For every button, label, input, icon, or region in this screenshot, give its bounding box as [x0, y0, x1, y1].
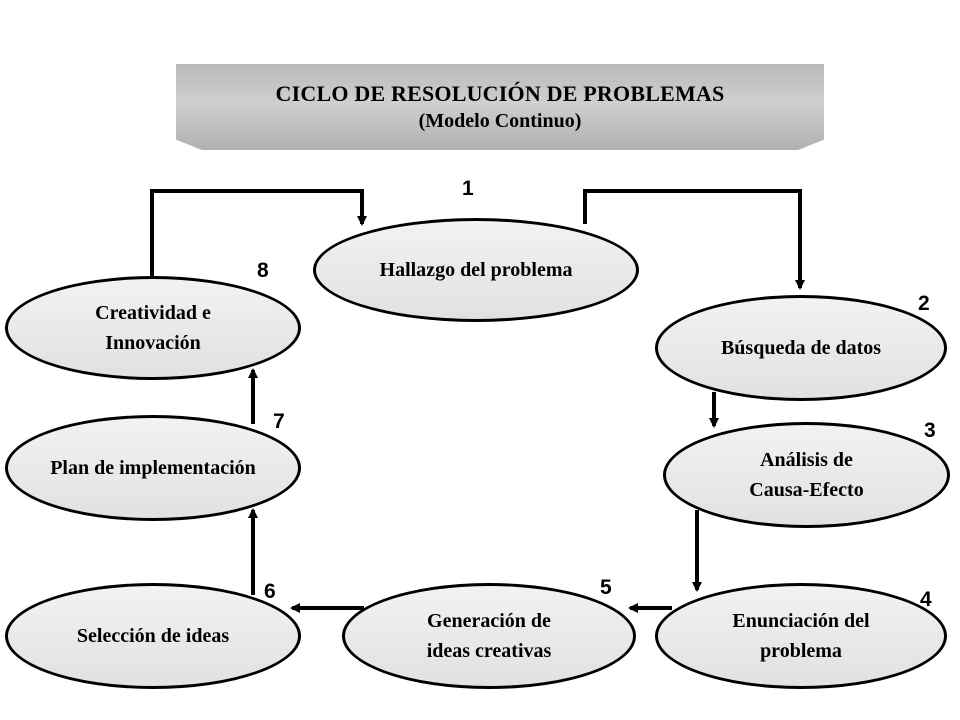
step-number-8: 8: [257, 259, 269, 282]
step-number-1: 1: [462, 177, 474, 200]
step-7-line-1: Plan de implementación: [50, 457, 256, 479]
arrow-8-to-1: [150, 189, 367, 276]
step-node-7: Plan de implementación: [5, 415, 301, 521]
step-number-7: 7: [273, 410, 285, 433]
step-number-4: 4: [920, 588, 932, 611]
step-8-line-2: Innovación: [105, 332, 201, 354]
diagram-subtitle: (Modelo Continuo): [418, 110, 582, 132]
step-node-5: Generación de ideas creativas: [342, 583, 636, 689]
step-3-line-2: Causa-Efecto: [749, 479, 864, 501]
step-1-line-1: Hallazgo del problema: [379, 259, 573, 281]
diagram-title: CICLO DE RESOLUCIÓN DE PROBLEMAS: [275, 81, 725, 106]
step-node-2: Búsqueda de datos: [655, 295, 947, 401]
step-4-line-1: Enunciación del: [732, 610, 870, 632]
step-6-line-1: Selección de ideas: [76, 625, 230, 647]
step-number-5: 5: [600, 576, 612, 599]
step-number-6: 6: [264, 580, 276, 603]
step-number-2: 2: [918, 292, 930, 315]
step-5-line-1: Generación de: [427, 610, 551, 632]
step-8-line-1: Creatividad e: [95, 302, 211, 324]
arrow-1-to-2: [583, 189, 805, 290]
step-3-line-1: Análisis de: [760, 449, 853, 471]
step-node-4: Enunciación del problema: [655, 583, 947, 689]
step-2-line-1: Búsqueda de datos: [720, 337, 882, 359]
title-banner: CICLO DE RESOLUCIÓN DE PROBLEMAS (Modelo…: [176, 64, 824, 150]
step-node-3: Análisis de Causa-Efecto: [663, 422, 950, 528]
step-node-8: Creatividad e Innovación: [5, 276, 301, 380]
step-node-1: Hallazgo del problema: [313, 218, 639, 322]
step-5-line-2: ideas creativas: [426, 640, 552, 662]
step-node-6: Selección de ideas: [5, 583, 301, 689]
step-4-line-2: problema: [760, 640, 842, 662]
step-number-3: 3: [924, 419, 936, 442]
